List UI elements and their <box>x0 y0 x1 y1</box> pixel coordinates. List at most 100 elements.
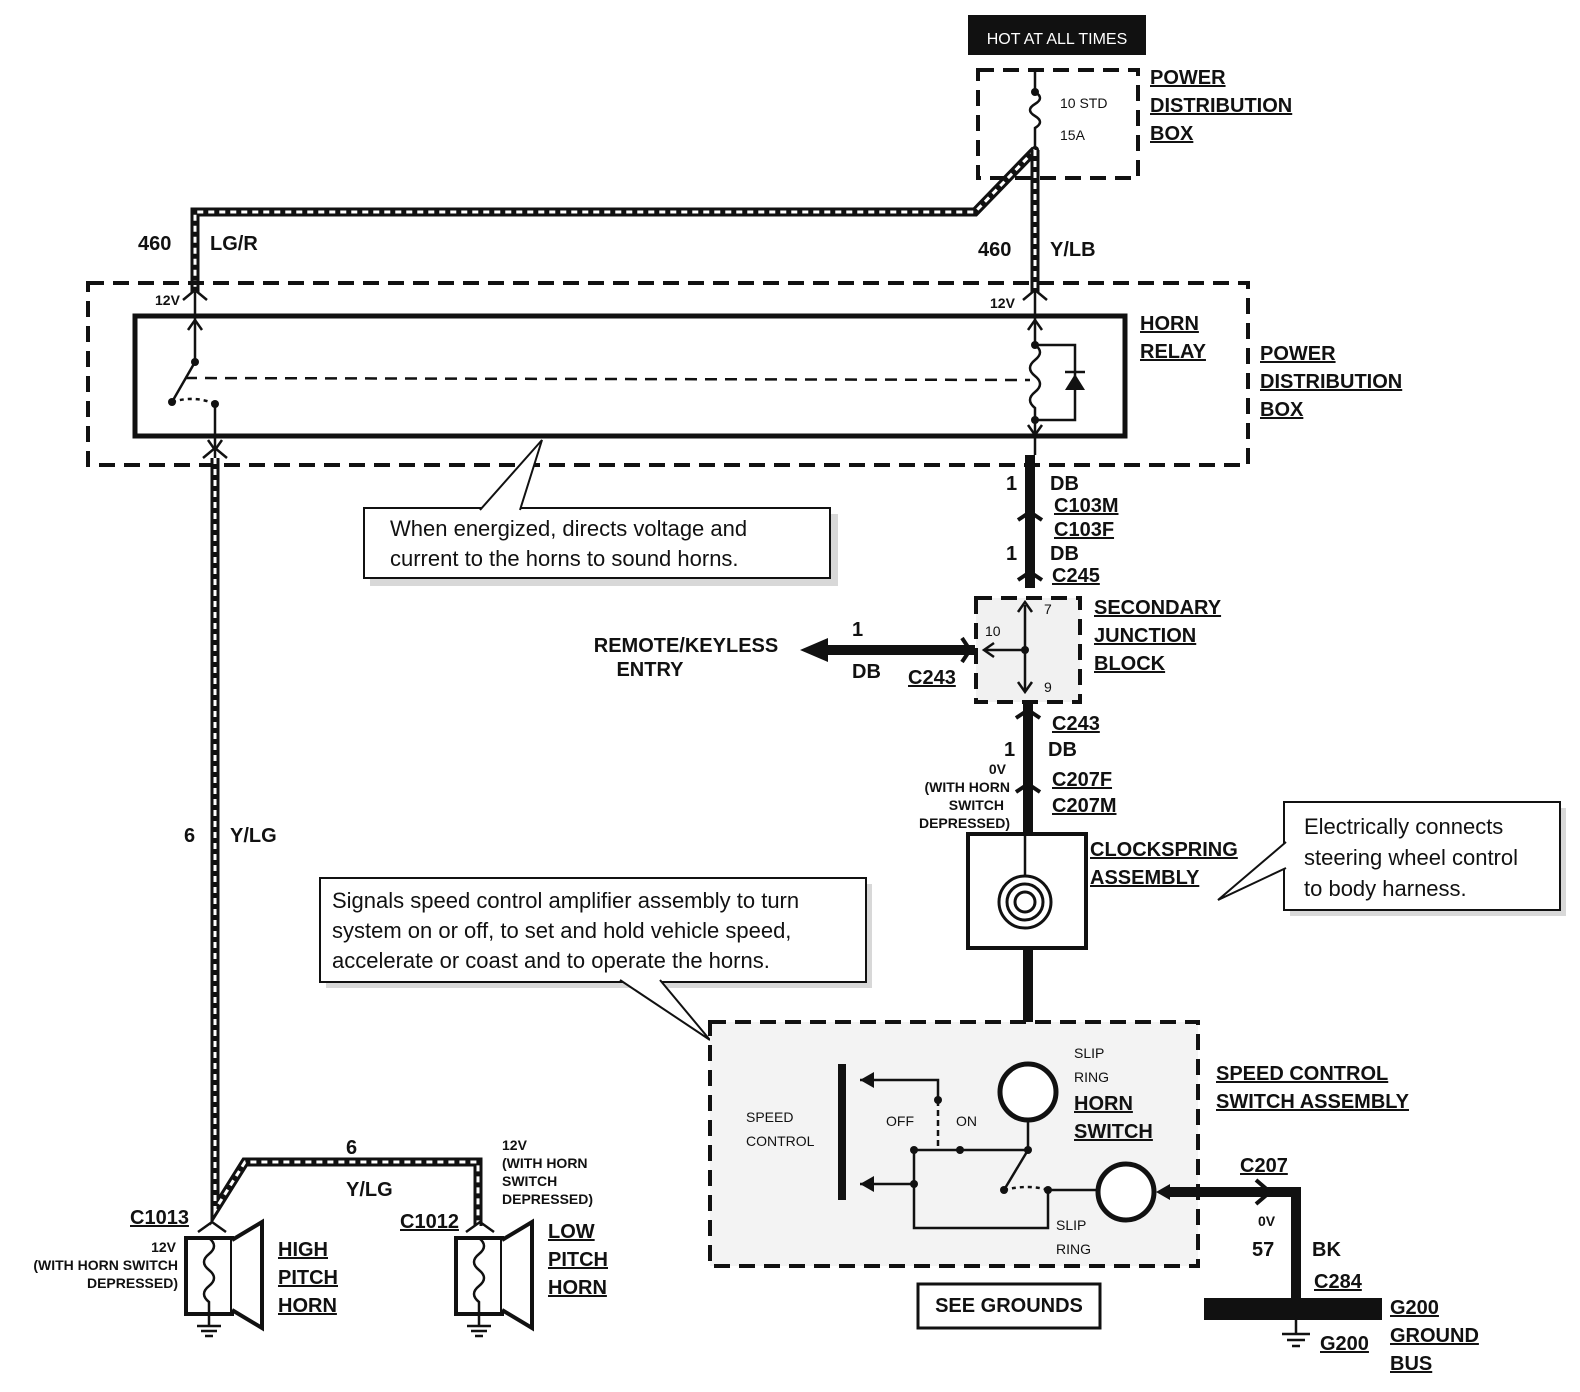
clockspring-note-line-1: Electrically connects <box>1304 814 1503 839</box>
horn-relay-box <box>132 313 1128 439</box>
slip-ring-top-2: RING <box>1074 1069 1109 1085</box>
sjb-pin-7: 7 <box>1044 601 1052 617</box>
db2-color: DB <box>1050 543 1079 565</box>
pdb-top-label-3: BOX <box>1150 123 1194 145</box>
pdb-main-label-2: DISTRIBUTION <box>1260 371 1402 393</box>
high-horn-12v-note-2: DEPRESSED) <box>87 1275 178 1291</box>
clockspring-label-2: ASSEMBLY <box>1090 867 1200 889</box>
wire-460-left-color: LG/R <box>210 233 258 255</box>
pdb-main-label-3: BOX <box>1260 399 1304 421</box>
low-horn-coil-icon <box>472 1237 486 1318</box>
scs-label-2: SWITCH ASSEMBLY <box>1216 1091 1410 1113</box>
ground-bus-bar <box>1204 1298 1382 1320</box>
db3-color: DB <box>1048 739 1077 761</box>
ground-wire: C207 0V 57 BK C284 G200 G200 GROUND BUS <box>1156 1155 1479 1375</box>
secondary-junction-block: 7 10 9 SECONDARY JUNCTION BLOCK <box>974 596 1222 704</box>
low-pitch-horn: C1012 12V (WITH HORN SWITCH DEPRESSED) L… <box>400 1137 608 1338</box>
high-horn-speaker-icon <box>230 1218 264 1332</box>
slip-ring-top-icon <box>997 1061 1059 1123</box>
low-horn-12v-note-2: SWITCH <box>502 1173 557 1189</box>
ground-bus-label-3: BUS <box>1390 1353 1432 1375</box>
db1-circuit: 1 <box>1006 473 1017 495</box>
relay-right-voltage: 12V <box>990 295 1016 311</box>
speed-control-label-1: SPEED <box>746 1109 793 1125</box>
relay-diode-icon <box>1065 374 1085 390</box>
clockspring-assembly: CLOCKSPRING ASSEMBLY <box>966 832 1238 950</box>
c1013-label: C1013 <box>130 1207 189 1229</box>
wire-db-relay-out: 1 DB C103M C103F 1 DB C245 <box>1006 455 1118 588</box>
on-label: ON <box>956 1113 977 1129</box>
high-horn-12v: 12V <box>151 1239 177 1255</box>
speed-note-line-1: Signals speed control amplifier assembly… <box>332 888 799 913</box>
relay-left-voltage: 12V <box>155 292 181 308</box>
c207m-label: C207M <box>1052 795 1116 817</box>
speed-note-line-3: accelerate or coast and to operate the h… <box>332 948 770 973</box>
horn-switch-arm-icon <box>1002 1149 1030 1191</box>
wire-ylg: 6 Y/LG 6 Y/LG <box>184 458 483 1226</box>
slip-ring-bottom-2: RING <box>1056 1241 1091 1257</box>
high-pitch-horn: C1013 12V (WITH HORN SWITCH DEPRESSED) H… <box>33 1207 338 1338</box>
ylg-left-circuit: 6 <box>184 825 195 847</box>
c245-label: C245 <box>1052 565 1100 587</box>
low-horn-speaker-icon <box>500 1218 534 1332</box>
slip-ring-bottom-icon <box>1095 1161 1157 1223</box>
c103m-label: C103M <box>1054 495 1118 517</box>
high-horn-coil-icon <box>202 1237 216 1318</box>
low-horn-label-2: PITCH <box>548 1249 608 1271</box>
high-horn-12v-note-1: (WITH HORN SWITCH <box>33 1257 178 1273</box>
speed-note-line-2: system on or off, to set and hold vehicl… <box>332 918 791 943</box>
fuse-rating: 10 STD <box>1060 95 1107 111</box>
pdb-top: 10 STD 15A POWER DISTRIBUTION BOX <box>976 67 1292 180</box>
sjb-label-2: JUNCTION <box>1094 625 1196 647</box>
c243-left-label: C243 <box>908 667 956 689</box>
relay-coil-icon <box>1028 292 1042 455</box>
speed-control-switch-assembly: SPEED CONTROL OFF ON SLIP RING HORN SWIT… <box>708 1020 1410 1268</box>
clockspring-note: Electrically connects steering wheel con… <box>1217 801 1566 916</box>
c207-label: C207 <box>1240 1155 1288 1177</box>
wire-460-left-circuit: 460 <box>138 233 171 255</box>
pdb-main: 12V 12V HORN RELAY POWER DISTRIBUTION BO… <box>86 281 1402 467</box>
c103f-label: C103F <box>1054 519 1114 541</box>
sjb-pin-10: 10 <box>985 623 1001 639</box>
ground-bus-label-2: GROUND <box>1390 1325 1479 1347</box>
remote-label-2: ENTRY <box>616 659 684 681</box>
ground-circuit: 57 <box>1252 1239 1274 1261</box>
speed-control-note: Signals speed control amplifier assembly… <box>319 877 872 1041</box>
c1012-label: C1012 <box>400 1211 459 1233</box>
ylg-bottom-color: Y/LG <box>346 1179 393 1201</box>
slip-ring-bottom-1: SLIP <box>1056 1217 1086 1233</box>
wire-db-sjb-out: C243 1 DB C207F C207M 0V (WITH HORN SWIT… <box>919 702 1116 832</box>
c243-bottom-label: C243 <box>1052 713 1100 735</box>
ground-0v: 0V <box>1258 1213 1276 1229</box>
wire-460-right-circuit: 460 <box>978 239 1011 261</box>
remote-keyless-branch: 1 DB C243 REMOTE/KEYLESS ENTRY <box>594 619 975 689</box>
ylg-bottom-circuit: 6 <box>346 1137 357 1159</box>
fuse-icon <box>1028 70 1042 150</box>
relay-note: When energized, directs voltage and curr… <box>363 439 838 586</box>
horn-relay-label-1: HORN <box>1140 313 1199 335</box>
clock-0v-note-1: (WITH HORN <box>924 779 1010 795</box>
horn-relay-label-2: RELAY <box>1140 341 1207 363</box>
low-horn-12v: 12V <box>502 1137 528 1153</box>
db1-color: DB <box>1050 473 1079 495</box>
wire-460-ylb: 460 Y/LB <box>978 150 1096 292</box>
high-horn-label-2: PITCH <box>278 1267 338 1289</box>
clock-0v-note-2: SWITCH <box>949 797 1004 813</box>
off-label: OFF <box>886 1113 914 1129</box>
high-horn-label-3: HORN <box>278 1295 337 1317</box>
scs-label-1: SPEED CONTROL <box>1216 1063 1388 1085</box>
ground-bus-label-1: G200 <box>1390 1297 1439 1319</box>
remote-label-1: REMOTE/KEYLESS <box>594 635 778 657</box>
db2-circuit: 1 <box>1006 543 1017 565</box>
hot-at-all-times-text: HOT AT ALL TIMES <box>987 31 1128 48</box>
remote-arrow-icon <box>800 638 828 662</box>
low-horn-label-3: HORN <box>548 1277 607 1299</box>
relay-note-line-1: When energized, directs voltage and <box>390 516 747 541</box>
sjb-pin-9: 9 <box>1044 679 1052 695</box>
sjb-label-1: SECONDARY <box>1094 597 1222 619</box>
c207f-label: C207F <box>1052 769 1112 791</box>
low-horn-12v-note-1: (WITH HORN <box>502 1155 588 1171</box>
ground-color: BK <box>1312 1239 1341 1261</box>
relay-switch-arm <box>170 361 197 403</box>
horn-switch-label-2: SWITCH <box>1074 1121 1153 1143</box>
